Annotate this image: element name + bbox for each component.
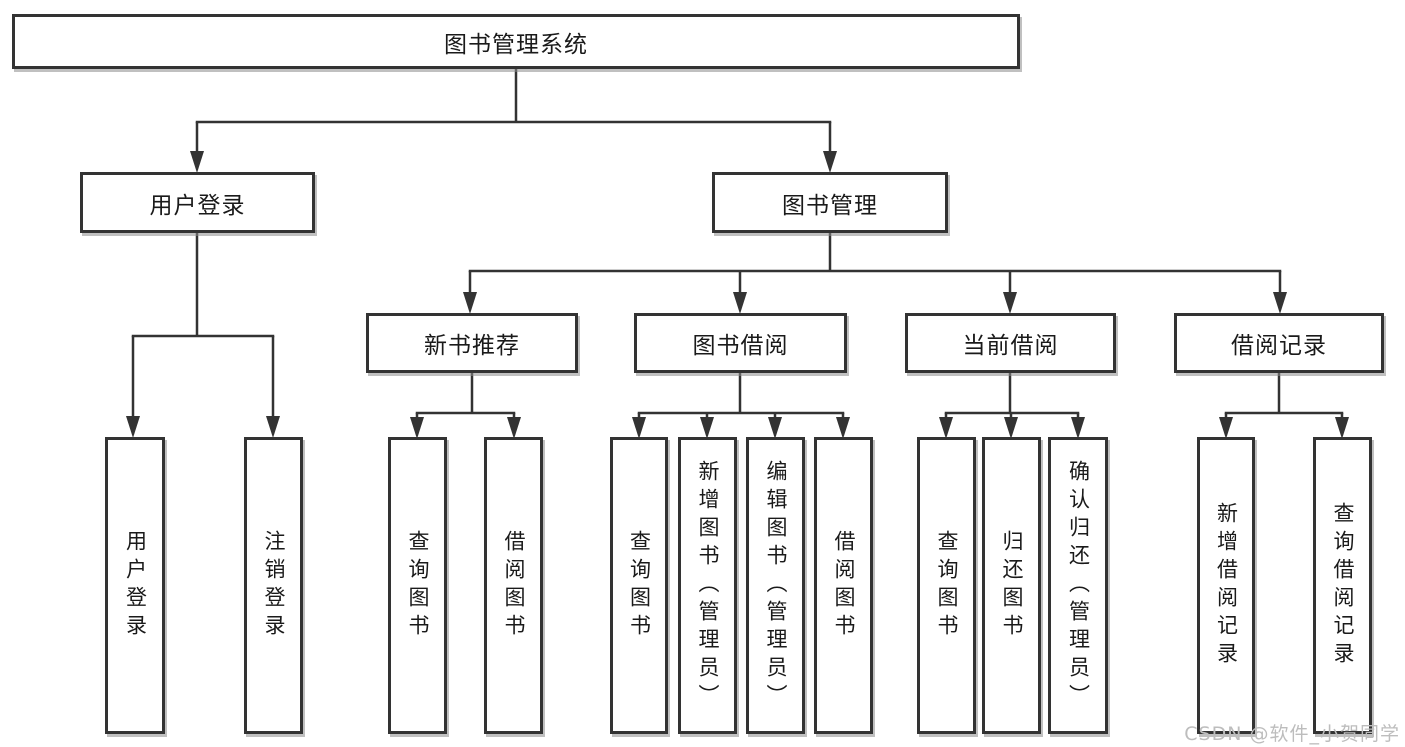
node-current-borrow: 当前借阅 <box>905 313 1116 373</box>
leaf-confirm-return-admin-label: 确认归还（管理员） <box>1066 459 1091 712</box>
leaf-query-borrow-record: 查询借阅记录 <box>1313 437 1372 734</box>
leaf-add-books-admin-label: 新增图书（管理员） <box>696 459 720 712</box>
leaf-query-books-recommend: 查询图书 <box>388 437 447 734</box>
node-book-management: 图书管理 <box>712 172 948 233</box>
leaf-confirm-return-admin: 确认归还（管理员） <box>1048 437 1108 734</box>
connector-currentborrow-to-leaves <box>939 373 1085 439</box>
leaf-edit-books-admin-label: 编辑图书（管理员） <box>764 459 788 712</box>
node-library-management-system: 图书管理系统 <box>12 14 1020 69</box>
leaf-edit-books-admin: 编辑图书（管理员） <box>746 437 805 734</box>
leaf-query-borrow-record-label: 查询借阅记录 <box>1331 501 1355 670</box>
leaf-borrow-books: 借阅图书 <box>814 437 873 734</box>
leaf-user-login: 用户登录 <box>105 437 165 734</box>
node-book-borrow: 图书借阅 <box>634 313 847 373</box>
leaf-query-books-borrow: 查询图书 <box>610 437 668 734</box>
connector-borrowrecords-to-leaves <box>1219 373 1349 439</box>
node-new-book-recommend: 新书推荐 <box>366 313 578 373</box>
leaf-query-books-borrow-label: 查询图书 <box>627 529 652 642</box>
node-borrow-records: 借阅记录 <box>1174 313 1384 373</box>
leaf-logout-label: 注销登录 <box>262 529 286 642</box>
leaf-add-borrow-record: 新增借阅记录 <box>1197 437 1255 734</box>
leaf-borrow-books-label: 借阅图书 <box>832 529 856 642</box>
connector-bookborrow-to-leaves <box>632 373 850 439</box>
leaf-borrow-books-recommend-label: 借阅图书 <box>502 529 526 642</box>
leaf-query-books-recommend-label: 查询图书 <box>406 529 430 642</box>
node-user-login: 用户登录 <box>80 172 315 233</box>
leaf-borrow-books-recommend: 借阅图书 <box>484 437 543 734</box>
leaf-query-books-current: 查询图书 <box>917 437 976 734</box>
leaf-add-borrow-record-label: 新增借阅记录 <box>1214 501 1239 670</box>
leaf-query-books-current-label: 查询图书 <box>935 529 959 642</box>
leaf-return-books-label: 归还图书 <box>1000 529 1024 642</box>
leaf-user-login-label: 用户登录 <box>123 529 148 642</box>
connector-userlogin-to-leaves <box>126 233 280 438</box>
connector-bookmgmt-to-level3 <box>463 233 1287 314</box>
leaf-add-books-admin: 新增图书（管理员） <box>678 437 737 734</box>
connector-root-to-level2 <box>190 68 837 173</box>
connector-newbook-to-leaves <box>410 373 521 439</box>
leaf-return-books: 归还图书 <box>982 437 1041 734</box>
leaf-logout: 注销登录 <box>244 437 303 734</box>
